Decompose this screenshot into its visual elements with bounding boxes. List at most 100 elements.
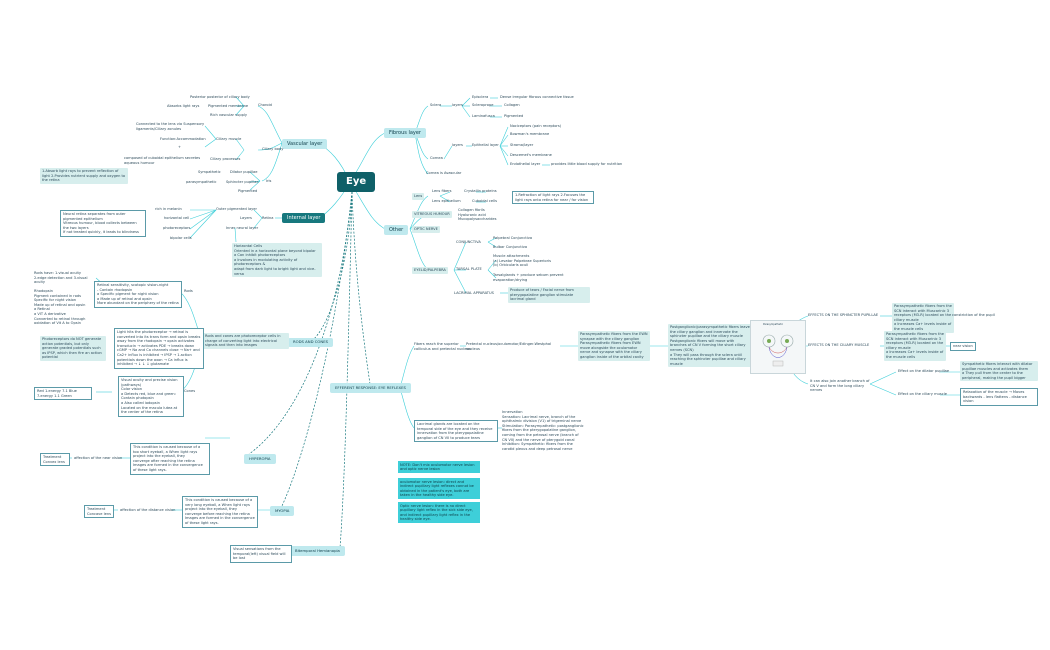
layers-node[interactable]: Layers xyxy=(240,216,252,220)
note-lesion: NOTE: Don't mix oculomotor nerve lesion … xyxy=(398,461,480,474)
scleroprope-note: Collagen xyxy=(504,103,520,107)
lacrimal-glands-note: Lacrimal glands are located on the tempo… xyxy=(414,420,498,443)
constriction-of-pupil: constriction of the pupil xyxy=(952,313,995,317)
outer-pigmented-layer[interactable]: Outer pigmented layer xyxy=(216,207,257,211)
eyelid-node[interactable]: EYELID/PALPEBRA xyxy=(412,267,448,274)
phototransduction-note: Light hits the photoreceptor → retinal i… xyxy=(114,328,204,369)
rods-node[interactable]: Rods xyxy=(184,289,193,293)
scleroprope: Scleroprope xyxy=(472,103,494,107)
laminafusca: Laminafusca xyxy=(472,114,495,118)
tarsal-note: Tarsalglands + produce sebum prevent eva… xyxy=(493,273,564,282)
choroid-item: Pigmented membrane xyxy=(208,104,249,108)
crystallin-proteins: Crystallin proteins xyxy=(464,189,497,193)
vitreous-items: Collagen fibrils Hyaluronic acid Mucopol… xyxy=(458,208,497,222)
cornea-item: Bowman's membrane xyxy=(510,132,550,136)
hyperopia-treatment: Treatment Convex lens xyxy=(40,453,70,467)
effects-ciliary-node[interactable]: EFFECTS ON THE CILIARY MUSCLE xyxy=(808,343,870,347)
conjunctiva-node[interactable]: CONJUNCTIVA xyxy=(456,240,481,244)
laminafusca-note: Pigmented xyxy=(504,114,524,118)
lens-fibers: Lens fibers xyxy=(432,189,452,193)
plus-label: + xyxy=(178,145,182,149)
optic-nerve-node[interactable]: OPTIC NERVE xyxy=(412,226,440,233)
root-node-eye[interactable]: Eye xyxy=(337,172,376,192)
branch-fibrous-layer[interactable]: Fibrous layer xyxy=(384,128,426,138)
iris-node[interactable]: Iris xyxy=(266,179,272,183)
blood-supply-note: 1.Absorb light rays to prevent reflectio… xyxy=(40,168,128,184)
episclera-note: Dense irregular fibrous connective tissu… xyxy=(500,95,574,99)
vitreous-humour-node[interactable]: VITREOUS HUMOUR xyxy=(412,211,452,218)
reflex-pathway-image-title: Parasympathetic xyxy=(763,323,784,326)
effect-dilator-node[interactable]: Effect on the dilator pupillae xyxy=(898,369,950,373)
lacrimal-note: Produce of tears / Facial nerve from pte… xyxy=(508,287,590,303)
retina-node[interactable]: Retina xyxy=(262,216,274,220)
epithelial-layer: Epithelial layer xyxy=(472,143,499,147)
hyperopia-description: This condition is caused because of a to… xyxy=(130,443,210,475)
lens-node[interactable]: Lens xyxy=(412,193,425,200)
ciliary-muscle-item: Connected to the lens via Suspensory lig… xyxy=(136,122,205,131)
tarsal-plate-node[interactable]: TARSAL PLATE xyxy=(456,267,482,271)
effect-ciliary-note: Relaxation of the muscle → Moves backwar… xyxy=(960,388,1038,406)
cornea-layers-node[interactable]: layers xyxy=(452,143,463,147)
lens-epithelium: Lens epithelium xyxy=(432,199,461,203)
rods-description: Retinal sensitivity, scotopic vision-nig… xyxy=(94,281,182,308)
branch-internal-layer[interactable]: Internal layer xyxy=(282,213,326,223)
cones-node[interactable]: Cones xyxy=(184,389,196,393)
episclera: Episclera xyxy=(472,95,489,99)
myopia-treatment: Treatment Concave lens xyxy=(84,505,114,519)
ciliary-muscle-item: Function:Accommodation xyxy=(160,137,206,141)
branch-other[interactable]: Other xyxy=(384,225,409,235)
myopia-node[interactable]: MYOPIA xyxy=(270,506,295,516)
cornea-item: Stroma/layer xyxy=(510,143,534,147)
efferent-response-node[interactable]: EFFERENT RESPONSE: EYE REFLEXES xyxy=(330,383,411,393)
lens-note: 1.Refraction of light rays 2.Focuses the… xyxy=(512,191,594,205)
effects-sphincter-note: Parasympathetic fibers from the SCN inte… xyxy=(892,303,954,333)
bitemporal-hemianopia-node[interactable]: Bitemporal Hemianopia xyxy=(290,546,345,556)
hyperopia-affection: affection of the near vision xyxy=(74,456,123,460)
effect-dilator-note: Sympathetic fibers interact with dilator… xyxy=(960,361,1038,382)
choroid-node[interactable]: Choroid xyxy=(258,103,272,107)
choroid-item: Rich vascular supply xyxy=(210,113,248,117)
note-optic-lesion: Optic nerve lesion: there is no direct p… xyxy=(398,502,480,524)
lacrimal-apparatus-node[interactable]: LACRIMAL APPARATUS xyxy=(454,291,494,295)
branch-vascular-layer[interactable]: Vascular layer xyxy=(282,139,328,149)
ciliary-muscle-node[interactable]: Ciliary muscle xyxy=(216,137,242,141)
long-ciliary-note: It can also join another branch of CN V … xyxy=(810,379,870,393)
effects-sphincter-node[interactable]: EFFECTS ON THE SPHINCTER PUPILLAE xyxy=(808,313,879,317)
retinal-detachment-note: Neural retina separates from outer pigme… xyxy=(60,210,146,237)
sclera-layers-node[interactable]: layers xyxy=(452,103,463,107)
ciliary-process-note: composed of cuboidal epithelium secretes… xyxy=(124,156,201,165)
choroid-item: Posterior posterior of ciliary body xyxy=(190,95,250,99)
hyperopia-node[interactable]: HYPEROPIA xyxy=(244,454,276,464)
ciliary-body-node[interactable]: Ciliary body xyxy=(262,147,284,151)
rhodopsin-note: Rhodopsin Pigment contained in rods Spec… xyxy=(34,289,86,326)
sphincter-pupillae: Sphincter pupillae xyxy=(226,180,259,184)
cornea-avascular: Cornea is Avascular xyxy=(426,171,462,175)
choroid-note: Absorbs light rays xyxy=(167,104,200,108)
effects-ciliary-note: Parasympathetic fibers from the SCN inte… xyxy=(884,331,946,361)
conjunctiva-item: Bulbar Conjunctiva xyxy=(493,245,528,249)
sclera-node[interactable]: Sclera xyxy=(430,103,442,107)
inner-neural-layer[interactable]: Inner neural layer xyxy=(226,226,259,230)
cornea-node[interactable]: Cornea xyxy=(430,156,443,160)
myopia-affection: affection of the distance vision xyxy=(120,508,176,512)
near-vision: near vision xyxy=(950,342,976,351)
effect-ciliary-node[interactable]: Effect on the ciliary muscle xyxy=(898,392,947,396)
rods-note: Rods have: 1.visual acuity 2.edge detect… xyxy=(34,271,88,285)
parasympathetic-label: parasympathetic xyxy=(186,180,217,184)
horizontal-cells-note: Horizontal Cells Oriented in a horizonta… xyxy=(232,243,322,278)
outer-layer-item: bipolar cells xyxy=(170,236,192,240)
pathway-drawing xyxy=(762,334,794,367)
tarsal-items: Muscle attachments (a) Levator Palpebrae… xyxy=(493,254,551,268)
ciliary-process-node[interactable]: Ciliary processes xyxy=(210,157,241,161)
cuboidal-cells: Cuboidal cells xyxy=(472,199,497,203)
cornea-item: Nociceptors (pain receptors) xyxy=(510,124,562,128)
myopia-description: This condition is caused because of a ve… xyxy=(182,496,258,528)
note-oculomotor-lesion: oculomotor nerve lesion: direct and indi… xyxy=(398,478,480,500)
rods-and-cones-node[interactable]: RODS AND CONES xyxy=(288,338,334,347)
conjunctiva-item: Palpebral Conjunctiva xyxy=(493,236,533,240)
postganglionic-note: Postganglionic/parasympathetic fibers le… xyxy=(668,324,752,368)
pigmented-label: Pigmented xyxy=(238,189,258,193)
cones-types: Red 1.energy 7.1 Blue 7.energy 1.1 Green xyxy=(34,387,92,401)
outer-layer-item: photoreceptors xyxy=(163,226,191,230)
sympathetic-label: Sympathetic xyxy=(198,170,221,174)
